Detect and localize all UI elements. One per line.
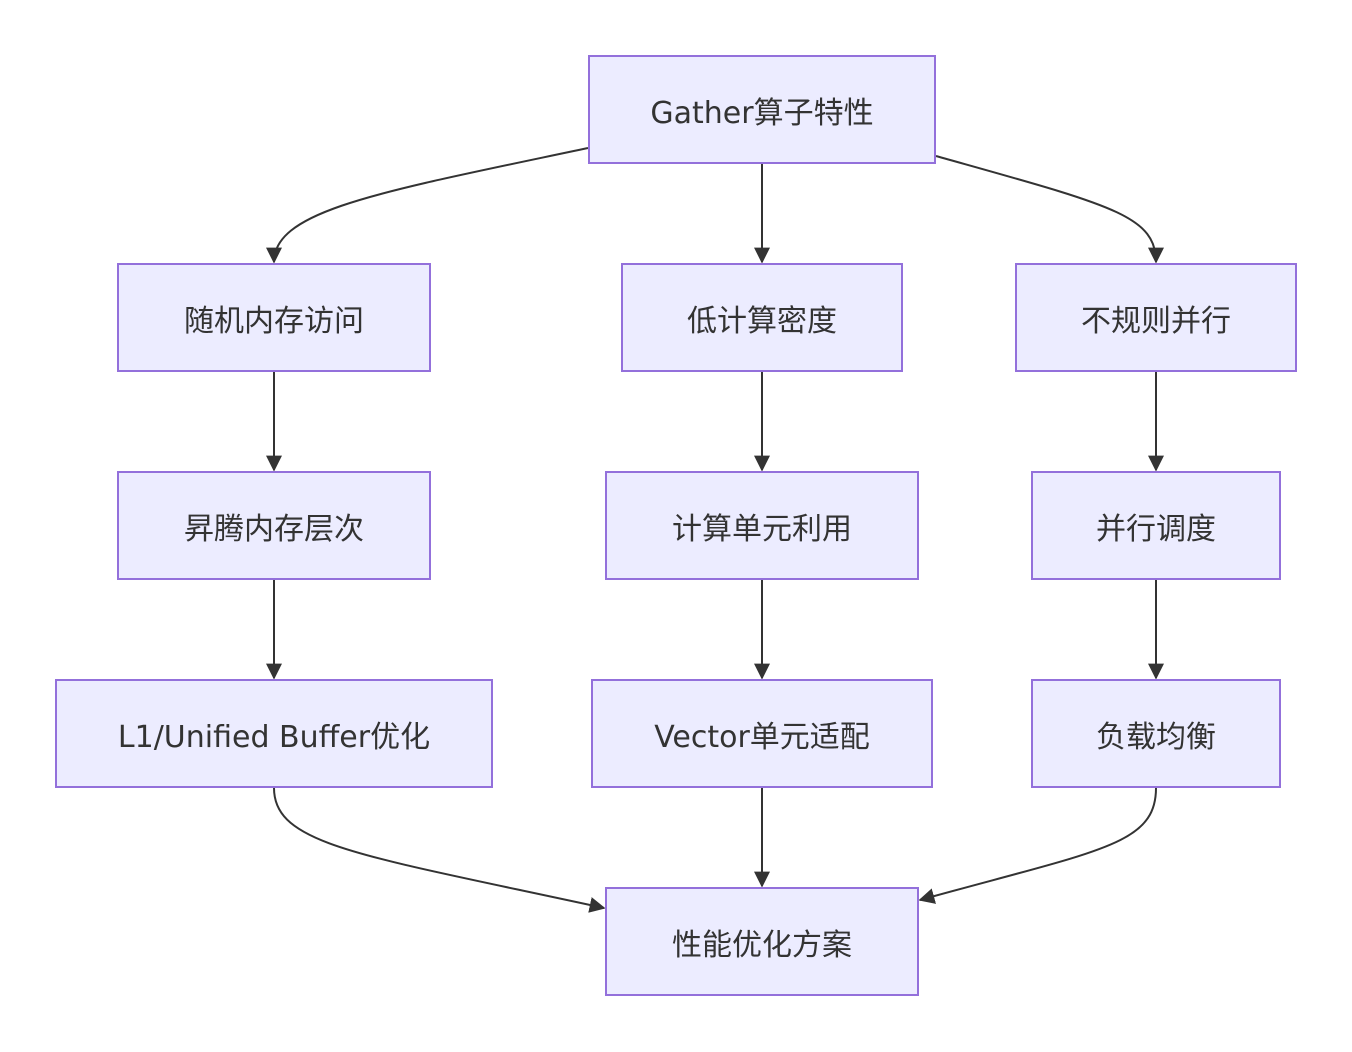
node-irregular-parallelism: 不规则并行 xyxy=(1015,263,1297,372)
node-random-memory-access: 随机内存访问 xyxy=(117,263,431,372)
node-parallel-scheduling: 并行调度 xyxy=(1031,471,1281,580)
node-compute-unit-utilization: 计算单元利用 xyxy=(605,471,919,580)
node-buffer-optimization: L1/Unified Buffer优化 xyxy=(55,679,493,788)
node-performance-plan: 性能优化方案 xyxy=(605,887,919,996)
node-ascend-memory-hierarchy: 昇腾内存层次 xyxy=(117,471,431,580)
node-low-compute-density: 低计算密度 xyxy=(621,263,903,372)
edge-buffer-opt-to-perf-plan xyxy=(273,787,606,913)
edge-root-to-random-access xyxy=(266,147,589,264)
node-load-balancing: 负载均衡 xyxy=(1031,679,1281,788)
edge-root-to-irregular xyxy=(935,155,1164,264)
node-vector-unit-adaptation: Vector单元适配 xyxy=(591,679,933,788)
node-gather-operator-traits: Gather算子特性 xyxy=(588,55,936,164)
edge-load-balance-to-perf-plan xyxy=(918,787,1157,904)
